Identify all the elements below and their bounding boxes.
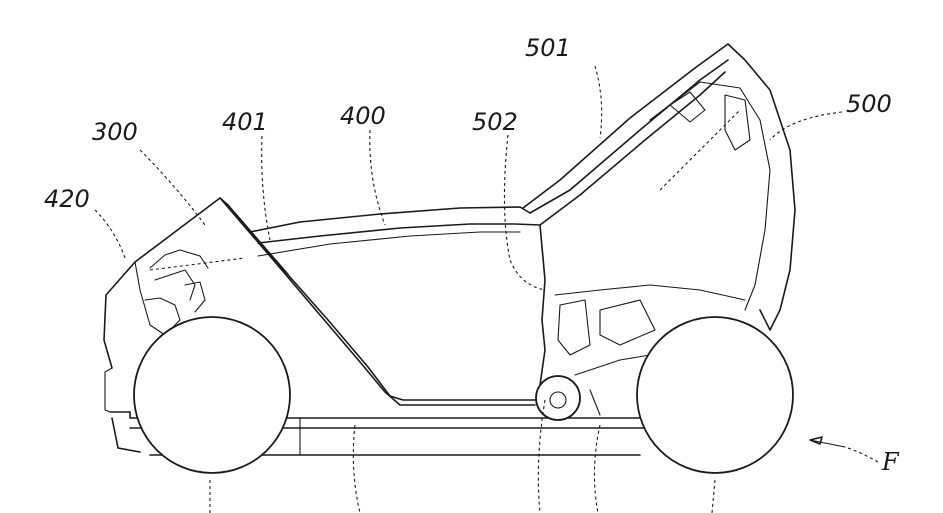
label-400: 400	[340, 102, 386, 130]
windshield-frame	[219, 197, 536, 406]
roof-rail	[249, 206, 541, 257]
rear-wheel	[636, 316, 794, 474]
label-401: 401	[222, 108, 268, 136]
label-300: 300	[92, 118, 138, 146]
label-501: 501	[525, 34, 571, 62]
label-420: 420	[44, 185, 90, 213]
rear-door	[522, 43, 796, 331]
label-f: F	[881, 448, 900, 476]
label-502: 502	[472, 108, 518, 136]
label-500: 500	[846, 90, 892, 118]
leader-lines	[94, 65, 879, 513]
pivot-joint	[535, 375, 581, 421]
front-wheel	[133, 316, 291, 474]
